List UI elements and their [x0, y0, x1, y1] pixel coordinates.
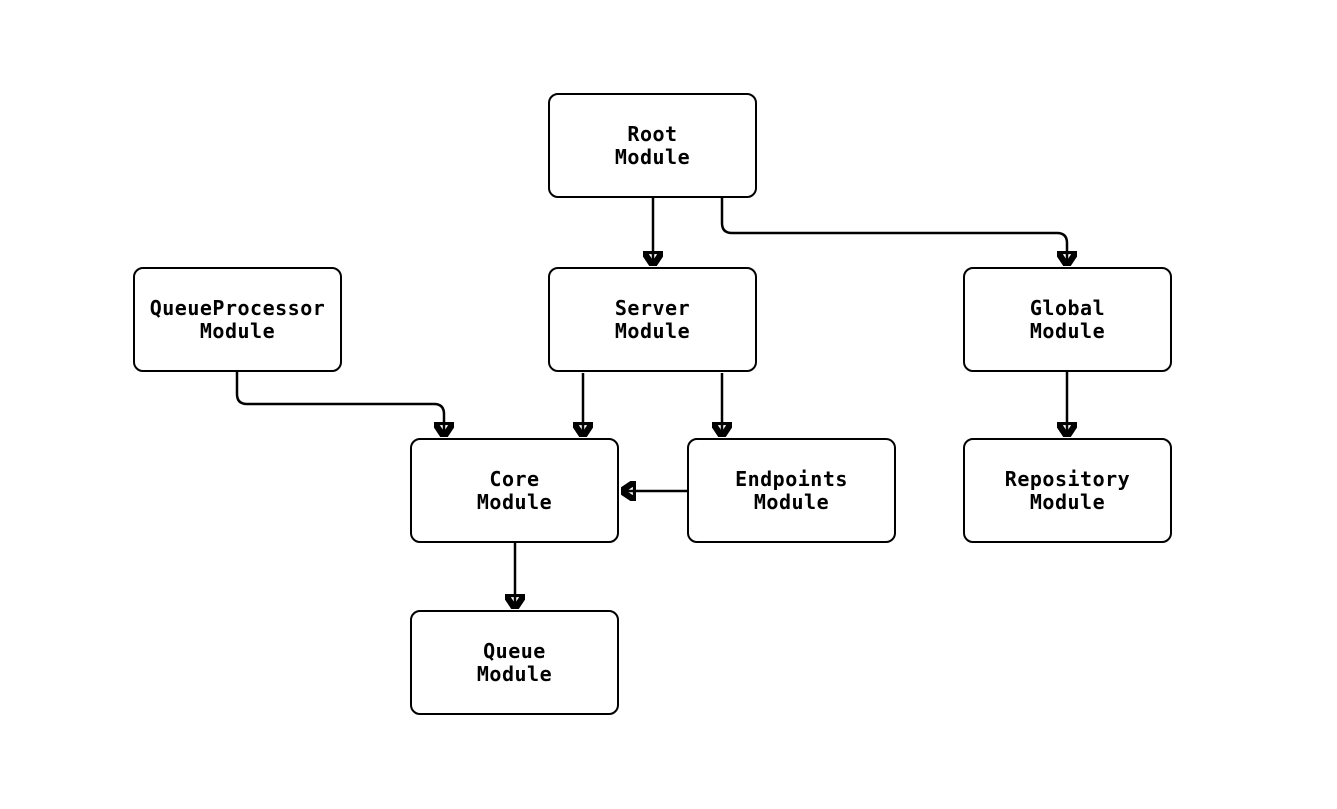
node-global-module: Global Module — [963, 267, 1172, 372]
edge-root-to-global — [720, 198, 1067, 266]
node-server-module: Server Module — [548, 267, 757, 372]
node-core-module-label: Core Module — [476, 466, 553, 514]
node-global-module-label: Global Module — [1029, 295, 1106, 343]
node-queueprocessor-module-label: QueueProcessor Module — [149, 295, 326, 343]
node-repository-module: Repository Module — [963, 438, 1172, 543]
node-endpoints-module: Endpoints Module — [687, 438, 896, 543]
node-queue-module-label: Queue Module — [476, 638, 553, 686]
node-root-module: Root Module — [548, 93, 757, 198]
edge-queueprocessor-to-core — [235, 372, 444, 437]
node-core-module: Core Module — [410, 438, 619, 543]
node-repository-module-label: Repository Module — [1004, 466, 1131, 514]
node-root-module-label: Root Module — [614, 121, 691, 169]
node-endpoints-module-label: Endpoints Module — [735, 466, 848, 514]
node-server-module-label: Server Module — [614, 295, 691, 343]
node-queue-module: Queue Module — [410, 610, 619, 715]
node-queueprocessor-module: QueueProcessor Module — [133, 267, 342, 372]
